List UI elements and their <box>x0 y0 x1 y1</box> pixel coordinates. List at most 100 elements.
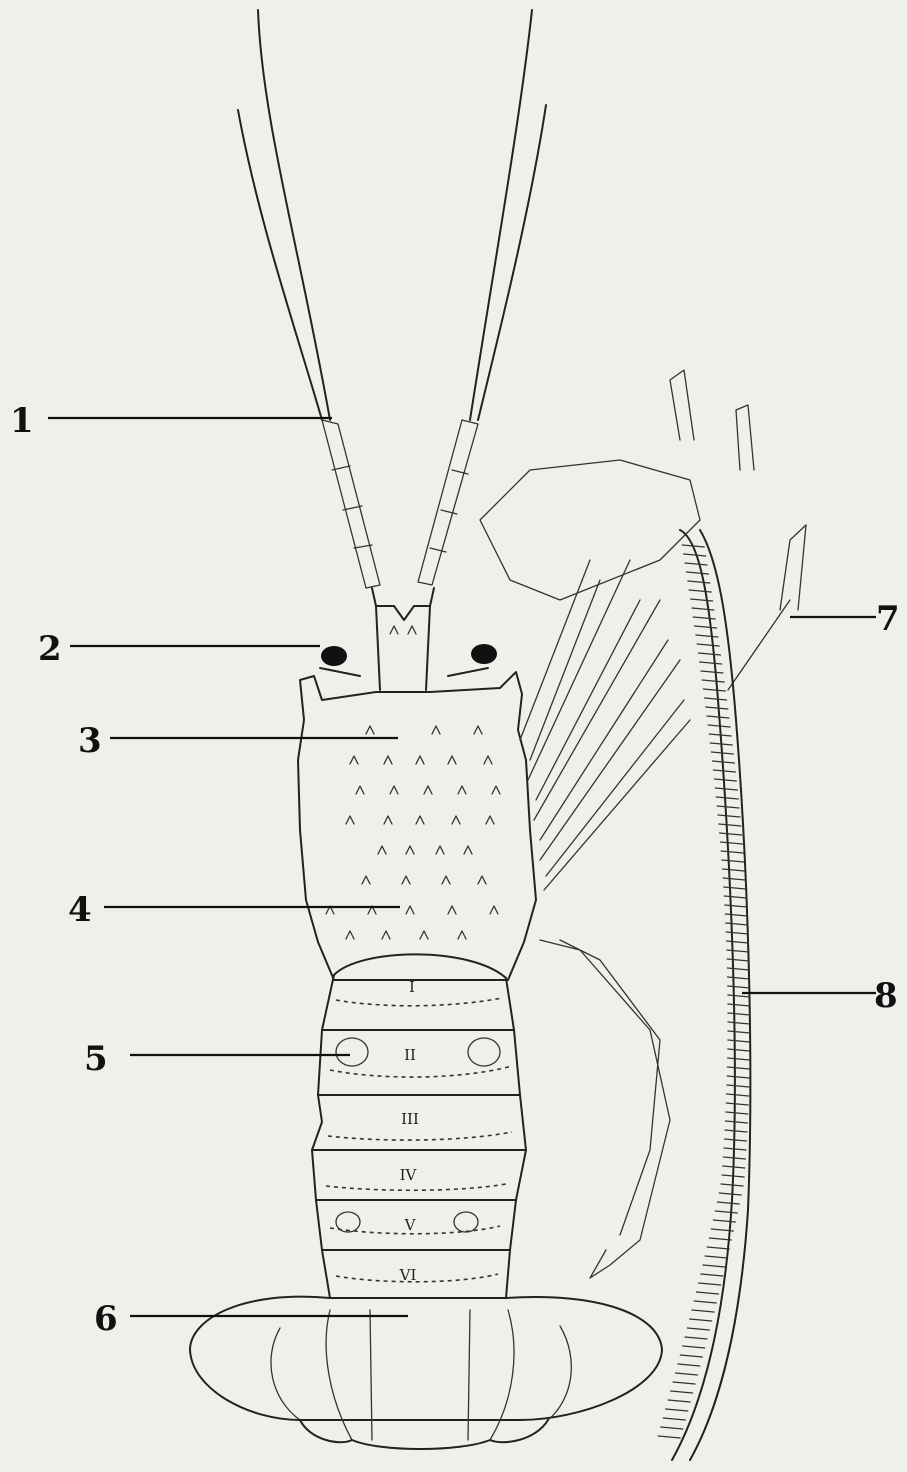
antenna-ring <box>728 986 750 988</box>
antenna-ring <box>727 1067 749 1069</box>
antenna-ring <box>725 1130 747 1132</box>
antenna-ring <box>707 716 729 718</box>
label-4: 4 <box>68 890 92 930</box>
antenna-ring <box>707 1247 729 1249</box>
spine-mark <box>362 876 370 884</box>
segment-numeral: III <box>401 1110 419 1128</box>
antennule-right <box>418 10 546 585</box>
antenna-ring <box>725 905 747 907</box>
antenna-ring <box>727 1085 749 1087</box>
antenna-ring <box>720 833 742 835</box>
antenna-ring <box>689 590 711 592</box>
carapace <box>298 672 536 980</box>
spine-mark <box>486 816 494 824</box>
spine-mark <box>432 726 440 734</box>
spine-mark <box>346 816 354 824</box>
label-6: 6 <box>94 1299 118 1339</box>
antenna-ring <box>698 653 720 655</box>
antenna-ring <box>721 851 743 853</box>
antenna-ring <box>678 1364 700 1366</box>
antenna-ring <box>727 950 749 952</box>
spine-mark <box>390 786 398 794</box>
antenna-ring <box>728 1004 750 1006</box>
antenna-ring <box>703 1265 725 1267</box>
antenna-ring <box>726 932 748 934</box>
antenna-ring <box>727 959 749 961</box>
antenna-ring <box>724 896 746 898</box>
antenna-ring <box>693 617 715 619</box>
antenna-ring <box>686 572 708 574</box>
segment-numeral: VI <box>399 1266 417 1284</box>
antenna-ring <box>724 887 746 889</box>
antenna-ring <box>727 1094 749 1096</box>
spine-mark <box>484 756 492 764</box>
segment-numeral: II <box>404 1046 416 1064</box>
antenna-ring <box>701 671 723 673</box>
spine-mark <box>490 906 498 914</box>
antenna-ring <box>717 1202 739 1204</box>
spine-mark <box>492 786 500 794</box>
antenna-ring <box>684 554 706 556</box>
antenna-ring <box>728 995 750 997</box>
antenna-ring <box>696 635 718 637</box>
spine-mark <box>350 756 358 764</box>
segment-numeral: V <box>404 1216 417 1234</box>
antenna-ring <box>661 1427 683 1429</box>
antenna-ring <box>723 878 745 880</box>
antenna-ring <box>722 860 744 862</box>
label-5: 5 <box>84 1039 108 1079</box>
antenna-ring <box>687 1328 709 1330</box>
label-8: 8 <box>874 976 898 1016</box>
antenna-ring <box>691 599 713 601</box>
antenna-ring <box>719 1193 741 1195</box>
antenna-ring <box>716 797 738 799</box>
antenna-ring <box>728 1022 750 1024</box>
antenna-ring <box>692 1310 714 1312</box>
antenna-ring <box>726 941 748 943</box>
spine-mark <box>366 726 374 734</box>
spine-mark <box>458 786 466 794</box>
walking-legs <box>480 460 700 1278</box>
antenna-ring <box>728 1049 750 1051</box>
antenna-ring <box>713 1220 735 1222</box>
spine-mark <box>406 846 414 854</box>
segment-numeral: IV <box>400 1166 418 1184</box>
antenna-ring <box>725 1139 747 1141</box>
spine-mark <box>474 726 482 734</box>
spine-mark <box>424 786 432 794</box>
antenna-ring <box>715 788 737 790</box>
spine-mark <box>436 846 444 854</box>
antenna <box>658 530 750 1460</box>
antenna-ring <box>706 707 728 709</box>
antenna-ring <box>715 1211 737 1213</box>
antenna-ring <box>699 1283 721 1285</box>
antenna-ring <box>673 1382 695 1384</box>
spine-mark <box>478 876 486 884</box>
antenna-ring <box>728 1031 750 1033</box>
leader-lines <box>48 418 876 1316</box>
label-2: 2 <box>38 629 62 669</box>
antenna-ring <box>700 662 722 664</box>
antenna-ring <box>688 581 710 583</box>
spine-mark <box>382 931 390 939</box>
spine-mark <box>378 846 386 854</box>
eye-right <box>448 644 497 676</box>
antenna-ring <box>671 1391 693 1393</box>
antenna-ring <box>705 1256 727 1258</box>
antenna-ring <box>727 1076 749 1078</box>
antenna-ring <box>685 563 707 565</box>
antenna-ring <box>683 1346 705 1348</box>
antenna-ring <box>728 977 750 979</box>
spine-mark <box>416 816 424 824</box>
antenna-ring <box>728 1013 750 1015</box>
spine-mark <box>464 846 472 854</box>
label-1: 1 <box>10 401 34 441</box>
antenna-ring <box>725 1121 747 1123</box>
antenna-ring <box>690 1319 712 1321</box>
spine-mark <box>406 906 414 914</box>
antenna-ring <box>728 1058 750 1060</box>
spine-mark <box>346 931 354 939</box>
spine-mark <box>402 876 410 884</box>
antenna-ring <box>714 779 736 781</box>
